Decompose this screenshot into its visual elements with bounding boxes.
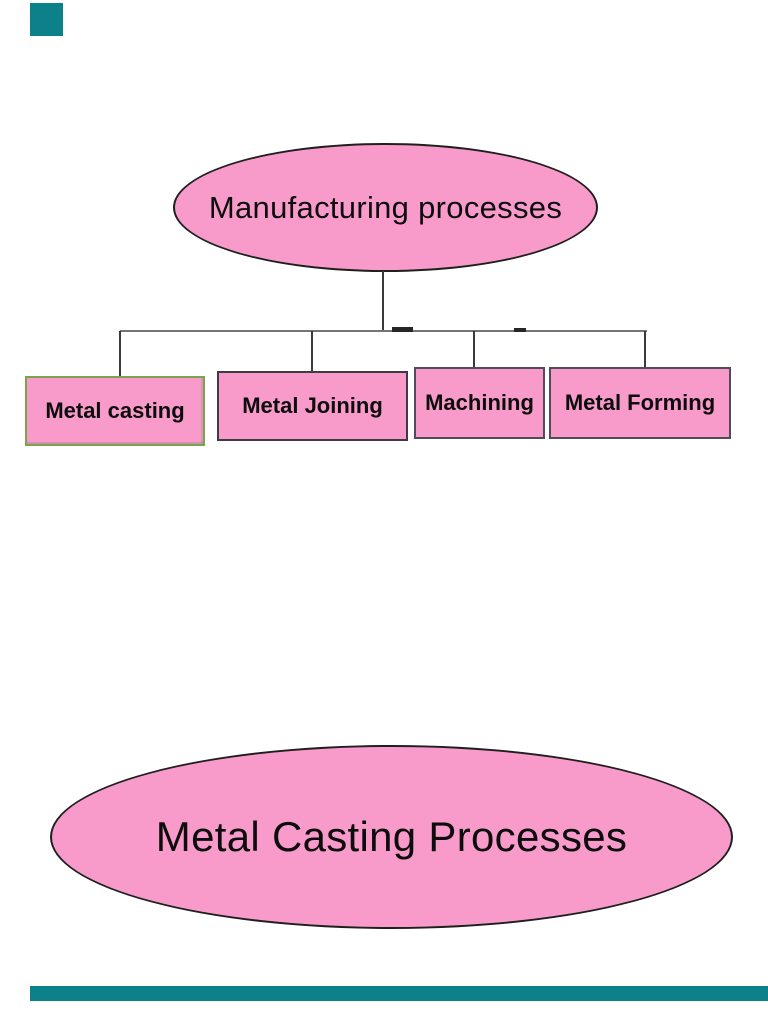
root-node-manufacturing-processes: Manufacturing processes [173, 143, 598, 272]
connector-drop-metal-forming [644, 331, 646, 368]
title-ellipse-label: Metal Casting Processes [155, 813, 628, 860]
connector-mark-left [392, 327, 413, 332]
connector-root-vertical [382, 271, 384, 331]
node-metal-joining: Metal Joining [217, 371, 408, 441]
root-node-label: Manufacturing processes [208, 189, 563, 225]
viewer-corner-mark [30, 3, 63, 36]
node-metal-joining-label: Metal Joining [242, 393, 383, 418]
connector-horizontal [120, 330, 647, 332]
node-metal-casting: Metal casting [25, 376, 205, 446]
node-machining-label: Machining [425, 390, 534, 415]
connector-drop-machining [473, 331, 475, 368]
viewer-bottom-bar [30, 986, 768, 1001]
node-machining: Machining [414, 367, 545, 439]
node-metal-forming-label: Metal Forming [564, 390, 716, 415]
title-ellipse-metal-casting-processes: Metal Casting Processes [50, 745, 733, 929]
connector-drop-metal-joining [311, 331, 313, 372]
node-metal-forming: Metal Forming [549, 367, 731, 439]
connector-drop-metal-casting [119, 331, 121, 376]
node-metal-casting-label: Metal casting [45, 398, 185, 423]
connector-mark-right [514, 328, 526, 332]
